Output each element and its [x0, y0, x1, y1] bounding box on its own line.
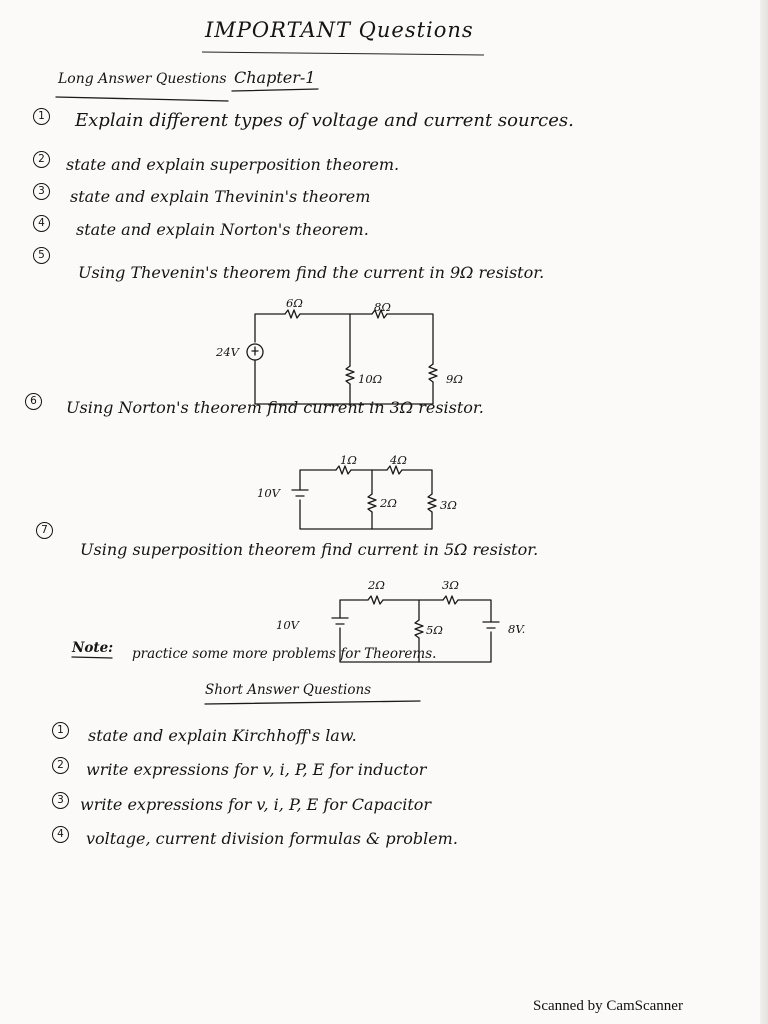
question-number: 1	[52, 722, 69, 739]
label-r3: 5Ω	[426, 623, 443, 637]
label-source: 24V	[216, 345, 239, 359]
long-question-2: state and explain superposition theorem.	[66, 155, 400, 174]
resistor-9ohm	[428, 363, 438, 383]
question-number: 4	[33, 215, 50, 232]
short-heading-underline	[204, 700, 421, 705]
page-edge	[760, 0, 768, 1024]
chapter-underline	[231, 88, 319, 92]
short-question-4: voltage, current division formulas & pro…	[86, 829, 458, 848]
question-number: 5	[33, 247, 50, 264]
resistor-6ohm	[284, 309, 301, 319]
label-r2: 8Ω	[374, 300, 391, 314]
long-question-1: Explain different types of voltage and c…	[75, 110, 574, 131]
long-heading-underline	[55, 96, 229, 102]
label-r2: 4Ω	[390, 453, 407, 467]
thevenin-circuit	[246, 309, 438, 405]
long-question-7: Using superposition theorem find current…	[80, 540, 539, 559]
label-r1: 1Ω	[340, 453, 357, 467]
question-number: 1	[33, 108, 50, 125]
short-question-2: write expressions for v, i, P, E for ind…	[86, 760, 427, 779]
page-title: IMPORTANT Questions	[205, 18, 474, 42]
question-number: 3	[52, 792, 69, 809]
question-number: 2	[33, 151, 50, 168]
short-question-1: state and explain Kirchhoff's law.	[88, 726, 357, 745]
question-number: 6	[25, 393, 42, 410]
resistor-8ohm	[371, 309, 388, 319]
label-r4: 3Ω	[440, 498, 457, 512]
long-question-4: state and explain Norton's theorem.	[76, 220, 369, 239]
short-question-3: write expressions for v, i, P, E for Cap…	[80, 795, 432, 814]
long-question-5: Using Thevenin's theorem find the curren…	[78, 263, 545, 282]
norton-circuit	[291, 465, 437, 530]
label-r4: 9Ω	[446, 372, 463, 386]
resistor-3ohm	[427, 493, 437, 513]
long-question-3: state and explain Thevinin's theorem	[70, 187, 371, 206]
scanner-watermark: Scanned by CamScanner	[533, 998, 683, 1014]
resistor-4ohm	[386, 465, 403, 475]
question-number: 2	[52, 757, 69, 774]
label-r1: 2Ω	[368, 578, 385, 592]
voltage-source-24v	[246, 343, 264, 361]
label-r2: 3Ω	[442, 578, 459, 592]
resistor-10ohm	[345, 365, 355, 385]
resistor-3ohm-b	[442, 595, 459, 605]
label-r3: 2Ω	[380, 496, 397, 510]
superposition-circuit	[331, 595, 500, 663]
long-answer-heading: Long Answer Questions	[58, 71, 227, 87]
resistor-1ohm	[335, 465, 352, 475]
resistor-5ohm	[414, 619, 424, 639]
label-source2: 8V.	[508, 622, 526, 636]
question-number: 4	[52, 826, 69, 843]
label-r3: 10Ω	[358, 372, 383, 386]
question-number: 7	[36, 522, 53, 539]
question-number: 3	[33, 183, 50, 200]
label-r1: 6Ω	[286, 296, 303, 310]
chapter-label: Chapter-1	[234, 68, 316, 87]
note-label: Note:	[72, 640, 114, 656]
label-source: 10V	[257, 486, 280, 500]
short-answer-heading: Short Answer Questions	[205, 682, 372, 698]
resistor-2ohm	[367, 493, 377, 513]
note-underline	[71, 656, 113, 659]
label-source1: 10V	[276, 618, 299, 632]
resistor-2ohm-b	[367, 595, 384, 605]
note-text: practice some more problems for Theorems…	[132, 646, 437, 662]
